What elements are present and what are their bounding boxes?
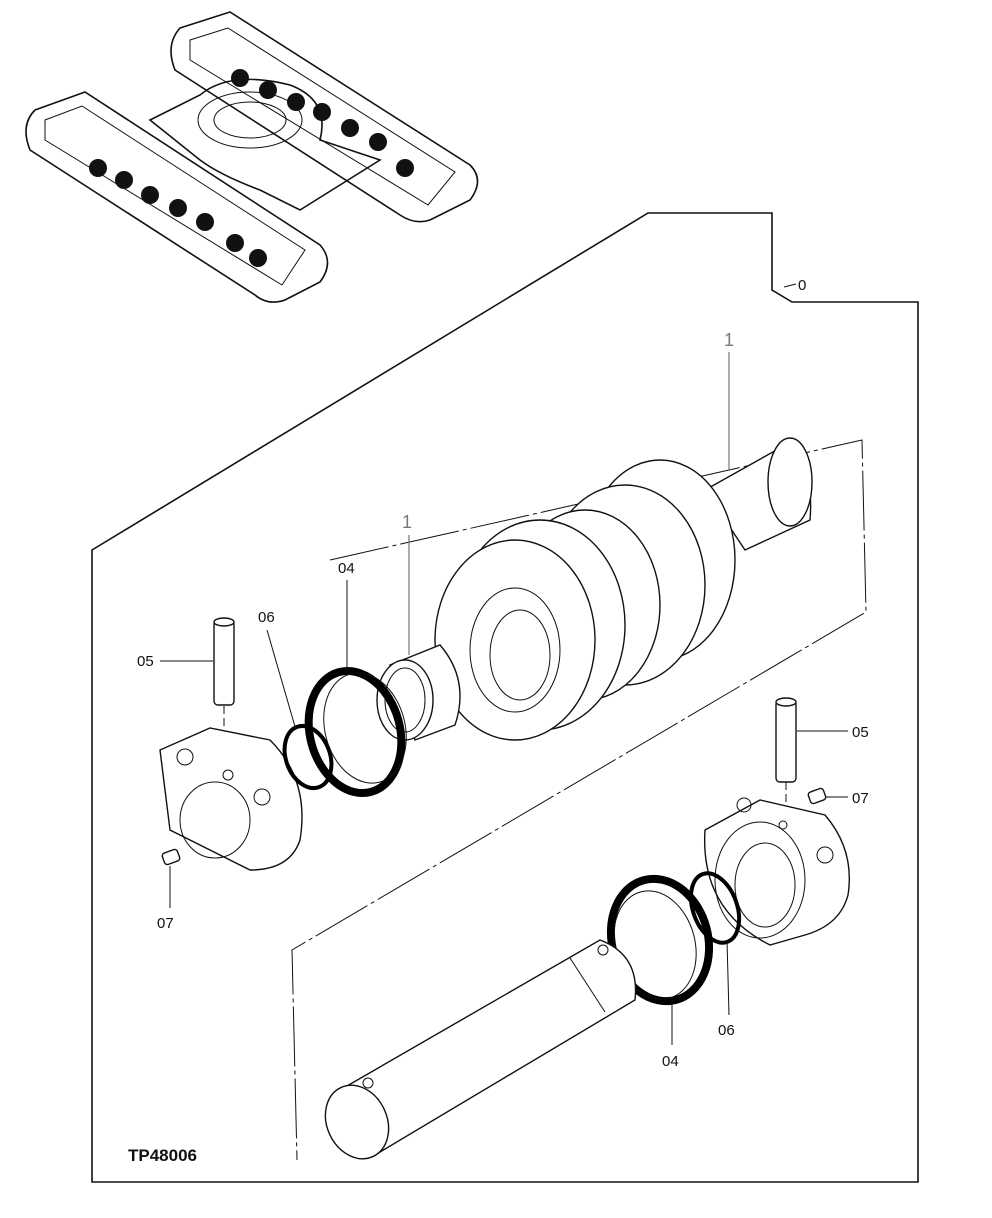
callout-oring-right: 06 <box>718 1022 735 1039</box>
collar-right <box>703 797 851 946</box>
callout-assembly: 0 <box>798 277 806 294</box>
callout-oring-left: 06 <box>258 609 275 626</box>
pin-right <box>775 697 797 783</box>
callout-roller-lower: 1 <box>402 512 412 532</box>
undercarriage-overview <box>25 11 479 303</box>
callout-seal-right: 04 <box>662 1053 679 1070</box>
callout-pin-left: 05 <box>137 653 154 670</box>
collar-left <box>159 727 303 871</box>
callout-pin-right: 05 <box>852 724 869 741</box>
callout-plug-left: 07 <box>157 915 174 932</box>
callout-seal-left: 04 <box>338 560 355 577</box>
callout-plug-right: 07 <box>852 790 869 807</box>
figure-id: TP48006 <box>128 1146 197 1165</box>
seal-left <box>304 666 407 798</box>
plug-left <box>161 848 181 866</box>
assembly-frame <box>91 212 919 1183</box>
plug-right <box>807 787 827 805</box>
pin-left <box>213 617 235 706</box>
callout-roller-upper: 1 <box>724 330 734 350</box>
roller-shaft <box>324 939 637 1160</box>
track-roller <box>376 437 813 741</box>
oring-left <box>282 724 334 790</box>
